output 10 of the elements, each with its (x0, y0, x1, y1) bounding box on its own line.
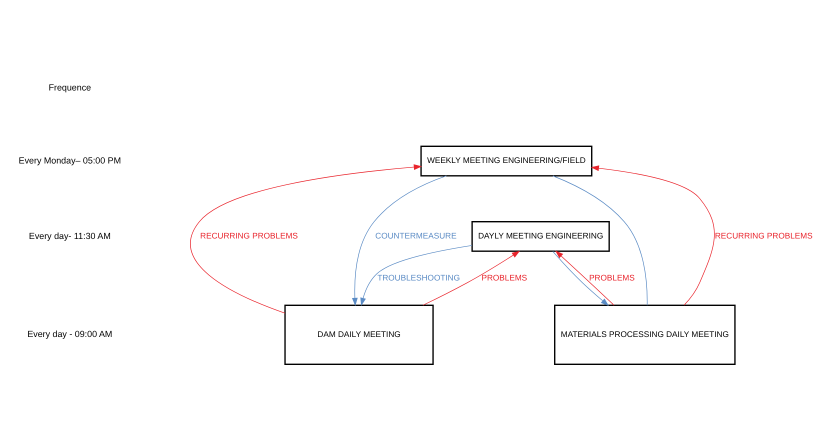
label: Frequence (48, 82, 92, 92)
label: Every day- 11:30 AM (28, 230, 111, 240)
arrow (190, 164, 422, 314)
arrow (352, 174, 447, 306)
arrow (360, 244, 472, 306)
arrow (590, 164, 715, 305)
label: Every Monday– 05:00 PM (18, 154, 121, 165)
arrow (422, 250, 520, 306)
label: Every day - 09:00 AM (27, 328, 112, 339)
connector (552, 175, 648, 306)
